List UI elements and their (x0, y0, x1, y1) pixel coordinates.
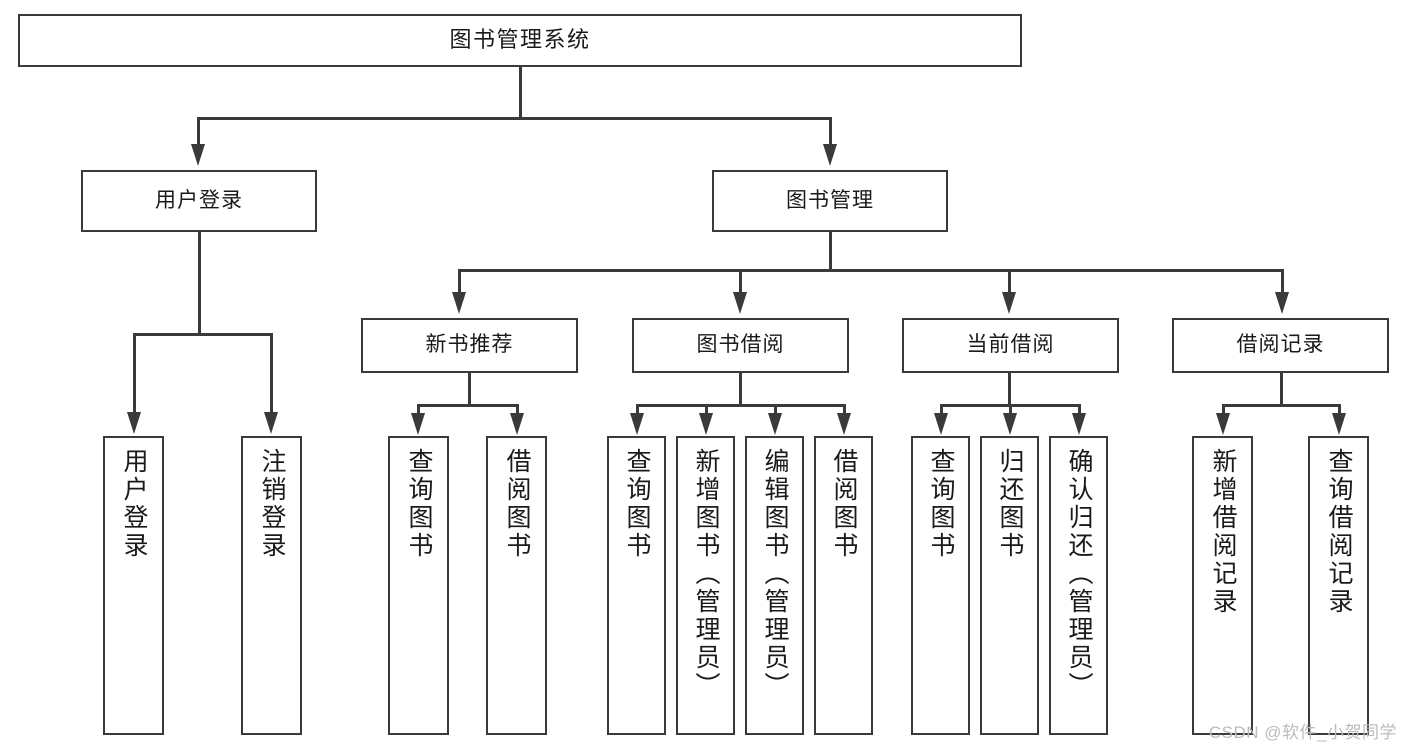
node-label: 图书借阅 (696, 333, 785, 357)
connector-new-book-leaf-1 (417, 404, 420, 414)
node-new-book-recommend[interactable]: 新书推荐 (361, 318, 578, 373)
arrowhead-user-login-leaf-2 (264, 412, 278, 434)
leaf-borrow-borrow-books[interactable]: 借阅图书 (814, 436, 873, 735)
connector-borrow-stem (739, 373, 742, 406)
node-label: 查询借阅记录 (1325, 448, 1353, 616)
arrowhead-borrow-leaf-2 (699, 413, 713, 435)
node-label: 借阅图书 (503, 448, 531, 560)
leaf-current-query-books[interactable]: 查询图书 (911, 436, 970, 735)
arrowhead-record-leaf-2 (1332, 413, 1346, 435)
node-book-management[interactable]: 图书管理 (712, 170, 948, 232)
leaf-current-return-books[interactable]: 归还图书 (980, 436, 1039, 735)
leaf-logout[interactable]: 注销登录 (241, 436, 302, 735)
node-label: 用户登录 (155, 188, 243, 212)
leaf-borrow-query-books[interactable]: 查询图书 (607, 436, 666, 735)
connector-user-login-stem (198, 232, 201, 335)
connector-root-to-book-mgmt (829, 117, 832, 145)
connector-record-stem (1280, 373, 1283, 406)
node-label: 用户登录 (120, 448, 148, 560)
connector-bookmgmt-to-borrow (739, 269, 742, 293)
node-label: 确认归还（管理员） (1065, 448, 1093, 700)
leaf-user-login[interactable]: 用户登录 (103, 436, 164, 735)
connector-borrow-leaf-4 (843, 404, 846, 414)
connector-current-stem (1008, 373, 1011, 406)
connector-record-bus (1222, 404, 1339, 407)
arrowhead-user-login-leaf-1 (127, 412, 141, 434)
arrowhead-current-leaf-2 (1003, 413, 1017, 435)
node-label: 图书管理 (786, 188, 874, 212)
arrowhead-borrow-leaf-1 (630, 413, 644, 435)
connector-new-book-stem (468, 373, 471, 406)
node-label: 查询图书 (623, 448, 651, 560)
node-label: 借阅记录 (1236, 333, 1325, 357)
connector-root-bus (197, 117, 832, 120)
leaf-borrow-add-book-admin[interactable]: 新增图书（管理员） (676, 436, 735, 735)
node-label: 当前借阅 (966, 333, 1055, 357)
node-label: 查询图书 (405, 448, 433, 560)
connector-book-mgmt-stem (829, 232, 832, 271)
arrowhead-new-book-leaf-2 (510, 413, 524, 435)
node-label: 借阅图书 (830, 448, 858, 560)
connector-root-stem (519, 67, 522, 119)
connector-current-leaf-2 (1009, 404, 1012, 414)
node-label: 查询图书 (927, 448, 955, 560)
connector-root-to-user-login (197, 117, 200, 145)
arrowhead-borrow-leaf-3 (768, 413, 782, 435)
arrowhead-root-to-user-login (191, 144, 205, 166)
arrowhead-new-book-leaf-1 (411, 413, 425, 435)
leaf-record-query-record[interactable]: 查询借阅记录 (1308, 436, 1369, 735)
node-label: 新增借阅记录 (1209, 448, 1237, 616)
connector-bookmgmt-to-current (1008, 269, 1011, 293)
node-user-login[interactable]: 用户登录 (81, 170, 317, 232)
connector-bookmgmt-to-new-book (458, 269, 461, 293)
arrowhead-record-leaf-1 (1216, 413, 1230, 435)
connector-record-leaf-1 (1222, 404, 1225, 414)
connector-borrow-leaf-1 (636, 404, 639, 414)
leaf-newbook-query-books[interactable]: 查询图书 (388, 436, 449, 735)
leaf-borrow-edit-book-admin[interactable]: 编辑图书（管理员） (745, 436, 804, 735)
node-label: 图书管理系统 (449, 27, 591, 53)
node-label: 归还图书 (996, 448, 1024, 560)
connector-new-book-bus (417, 404, 518, 407)
connector-current-leaf-1 (940, 404, 943, 414)
node-label: 新增图书（管理员） (692, 448, 720, 700)
leaf-newbook-borrow-books[interactable]: 借阅图书 (486, 436, 547, 735)
connector-user-login-bus (133, 333, 272, 336)
node-borrow-record[interactable]: 借阅记录 (1172, 318, 1389, 373)
arrowhead-borrow-leaf-4 (837, 413, 851, 435)
connector-book-mgmt-bus (458, 269, 1283, 272)
connector-record-leaf-2 (1338, 404, 1341, 414)
arrowhead-current-leaf-3 (1072, 413, 1086, 435)
connector-user-login-to-leaf-2 (270, 333, 273, 413)
connector-new-book-leaf-2 (516, 404, 519, 414)
leaf-current-confirm-return-admin[interactable]: 确认归还（管理员） (1049, 436, 1108, 735)
connector-current-leaf-3 (1078, 404, 1081, 414)
arrowhead-current-leaf-1 (934, 413, 948, 435)
arrowhead-bookmgmt-current (1002, 292, 1016, 314)
arrowhead-root-to-book-mgmt (823, 144, 837, 166)
arrowhead-bookmgmt-borrow (733, 292, 747, 314)
node-label: 新书推荐 (425, 333, 514, 357)
connector-borrow-bus (636, 404, 844, 407)
connector-bookmgmt-to-record (1281, 269, 1284, 293)
connector-user-login-to-leaf-1 (133, 333, 136, 413)
node-root-library-system[interactable]: 图书管理系统 (18, 14, 1022, 67)
node-current-borrow[interactable]: 当前借阅 (902, 318, 1119, 373)
connector-borrow-leaf-2 (705, 404, 708, 414)
leaf-record-add-record[interactable]: 新增借阅记录 (1192, 436, 1253, 735)
connector-borrow-leaf-3 (774, 404, 777, 414)
node-label: 编辑图书（管理员） (761, 448, 789, 700)
node-label: 注销登录 (258, 448, 286, 560)
arrowhead-bookmgmt-record (1275, 292, 1289, 314)
arrowhead-bookmgmt-new-book (452, 292, 466, 314)
node-book-borrow[interactable]: 图书借阅 (632, 318, 849, 373)
